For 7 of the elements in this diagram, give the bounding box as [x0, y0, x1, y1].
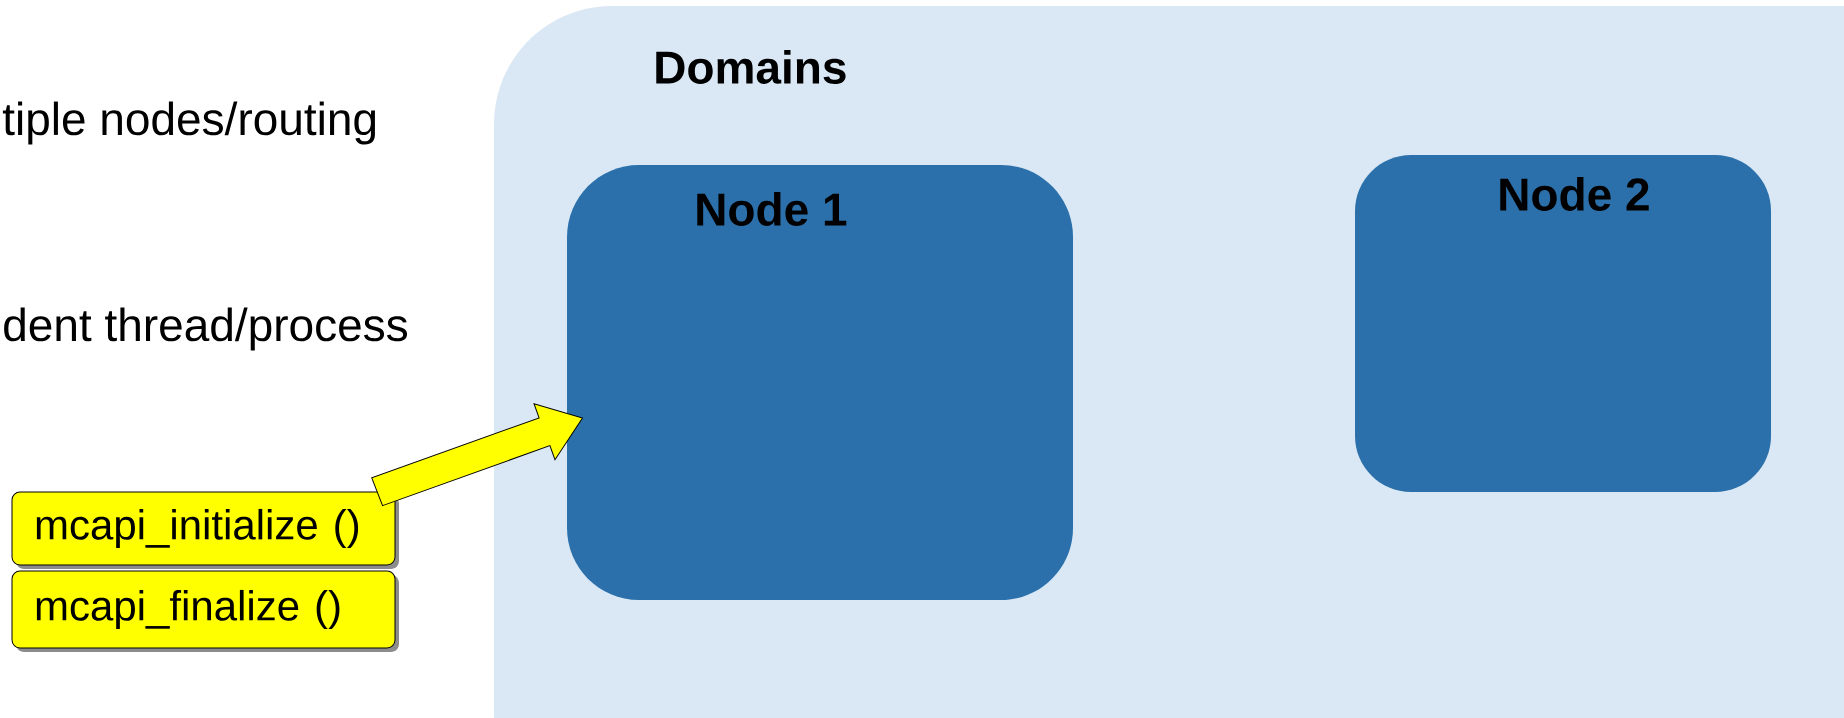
function-box: mcapi_initialize ()	[11, 491, 399, 569]
function-box: mcapi_finalize ()	[11, 570, 399, 652]
block-arrow	[371, 403, 583, 507]
node-box: Node 2	[1355, 155, 1771, 492]
body-text: dent thread/process	[4, 307, 408, 351]
body-text: tiple nodes/routing	[2, 101, 376, 145]
node-box: Node 1	[567, 165, 1073, 600]
